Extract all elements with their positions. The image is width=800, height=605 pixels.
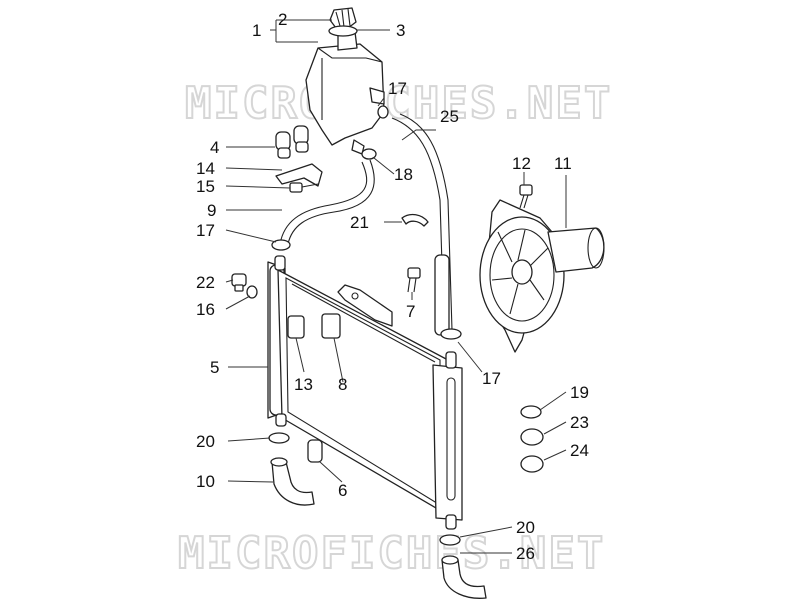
watermark-bottom: MICROFICHES.NET (178, 528, 605, 579)
expansion-tank (305, 31, 385, 155)
cap-seal (328, 25, 358, 37)
hose-26 (441, 555, 487, 599)
tank-cap (329, 7, 357, 29)
callout-21: 21 (350, 213, 369, 232)
cooling-fan (479, 199, 605, 353)
callout-16: 16 (196, 300, 215, 319)
bolt-7 (407, 267, 421, 293)
watermark-top: MICROFICHES.NET (185, 78, 612, 129)
callout-8: 8 (338, 375, 347, 394)
callout-20-left: 20 (196, 432, 215, 451)
callout-17-left: 17 (196, 221, 215, 240)
callout-12: 12 (512, 154, 531, 173)
hose-10 (270, 457, 315, 506)
callout-24: 24 (570, 441, 589, 460)
tank-bracket-14 (275, 163, 323, 187)
hose-clamps (268, 105, 544, 546)
bolt-12 (519, 184, 533, 209)
callout-10: 10 (196, 472, 215, 491)
callout-17-right: 17 (482, 369, 501, 388)
radiator (267, 255, 463, 530)
callout-18: 18 (394, 165, 413, 184)
leader-lines (225, 19, 567, 554)
callout-15: 15 (196, 177, 215, 196)
callout-1: 1 (252, 21, 261, 40)
callout-3: 3 (396, 21, 405, 40)
plug-22 (231, 273, 247, 292)
callout-23: 23 (570, 413, 589, 432)
callout-5: 5 (210, 358, 219, 377)
rubber-mounts-4 (275, 125, 309, 159)
hose-25 (391, 113, 453, 331)
callout-4: 4 (210, 138, 219, 157)
callout-2: 2 (278, 10, 287, 29)
callout-14: 14 (196, 159, 215, 178)
callout-9: 9 (207, 201, 216, 220)
callout-11: 11 (554, 154, 572, 173)
callout-26: 26 (516, 544, 535, 563)
callout-7: 7 (406, 302, 415, 321)
callout-17-top: 17 (388, 79, 407, 98)
callout-6: 6 (338, 481, 347, 500)
clip-21 (401, 213, 429, 227)
callout-13: 13 (294, 375, 313, 394)
rubber-grommets (287, 313, 341, 463)
callout-22: 22 (196, 273, 215, 292)
callout-19: 19 (570, 383, 589, 402)
callout-25: 25 (440, 107, 459, 126)
callout-20-bottom: 20 (516, 518, 535, 537)
washer-16 (246, 285, 258, 299)
bolt-15 (289, 182, 319, 193)
callout-labels: 1 2 3 4 5 6 7 8 9 10 11 12 13 14 15 16 1… (196, 10, 589, 563)
